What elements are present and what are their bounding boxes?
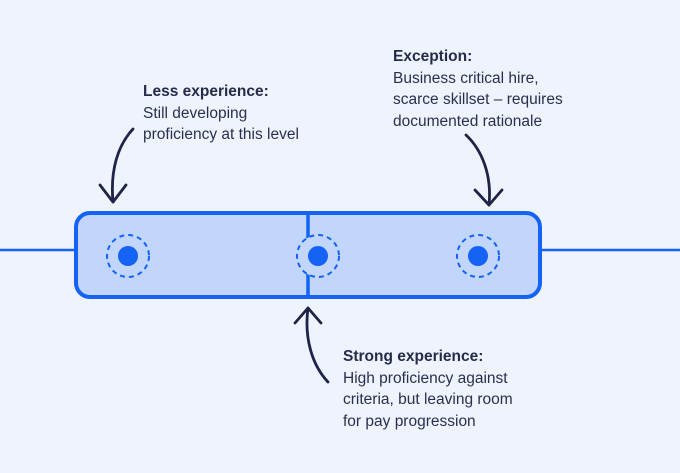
strong-experience-arrow — [293, 306, 330, 384]
less-experience-annotation: Less experience: Still developing profic… — [143, 81, 299, 146]
exception-title: Exception: — [393, 48, 473, 65]
exception-text-line: scarce skillset – requires — [393, 91, 563, 108]
less-experience-title: Less experience: — [143, 83, 269, 100]
less-experience-marker — [106, 234, 150, 278]
strong-experience-text-line: for pay progression — [343, 412, 476, 430]
strong-experience-marker — [296, 234, 340, 278]
exception-arrow — [464, 133, 504, 207]
strong-experience-title: Strong experience: — [343, 348, 484, 365]
exception-text-line: Business critical hire, — [393, 69, 539, 87]
less-experience-text-line: Still developing — [143, 104, 248, 122]
strong-experience-text-line: criteria, but leaving room — [343, 391, 513, 408]
exception-annotation: Exception: Business critical hire, scarc… — [393, 46, 563, 132]
strong-experience-annotation: Strong experience: High proficiency agai… — [343, 346, 513, 432]
less-experience-text-line: proficiency at this level — [143, 126, 299, 143]
exception-text-line: documented rationale — [393, 112, 543, 130]
less-experience-arrow — [98, 127, 135, 204]
strong-experience-text-line: High proficiency against — [343, 369, 508, 387]
exception-marker — [456, 234, 500, 278]
